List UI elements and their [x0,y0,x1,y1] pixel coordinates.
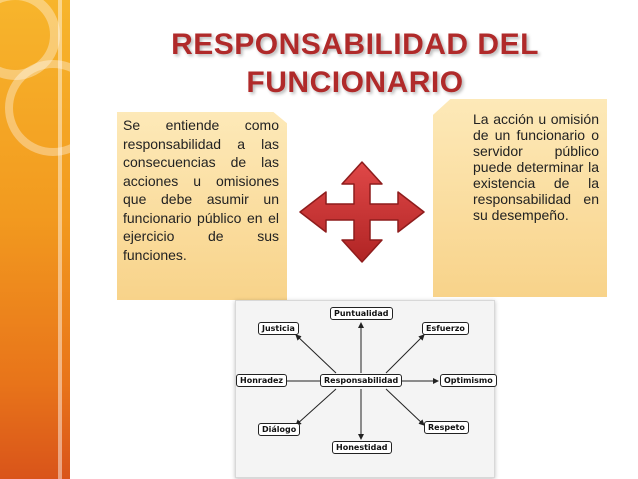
node-dialogo: Diálogo [258,423,301,436]
node-optimismo: Optimismo [440,374,497,387]
node-honradez: Honradez [236,374,288,387]
four-way-arrow-icon [299,161,425,263]
definition-text: Se entiende como responsabilidad a las c… [123,117,279,263]
definition-note: Se entiende como responsabilidad a las c… [117,112,287,300]
node-honestidad: Honestidad [332,441,392,454]
title-line-2: FUNCIONARIO [246,66,464,99]
node-esfuerzo: Esfuerzo [422,322,469,335]
decorative-sidebar [0,0,70,479]
diagram-arrows [281,322,439,440]
values-diagram: Puntualidad Justicia Esfuerzo Honradez R… [235,300,497,478]
consequence-note: La acción u omisión de un funcionario o … [433,99,607,297]
node-puntualidad: Puntualidad [330,307,393,320]
sidebar-ring-middle [5,60,70,156]
consequence-text: La acción u omisión de un funcionario o … [473,111,599,223]
node-responsabilidad: Responsabilidad [320,374,403,387]
node-justicia: Justicia [258,322,299,335]
slide-title: RESPONSABILIDAD DEL FUNCIONARIO [120,26,590,102]
title-line-1: RESPONSABILIDAD DEL [171,28,539,61]
sidebar-stripe [58,0,62,479]
node-respeto: Respeto [424,421,469,434]
